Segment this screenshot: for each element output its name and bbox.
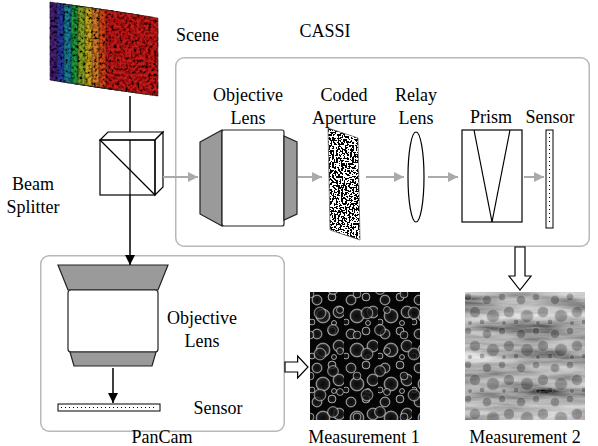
lens-part [68,290,158,352]
node-label: Beam Splitter [0,173,68,219]
sensor-bar [58,404,160,411]
light-path-arrow [129,195,131,265]
relay-lens: Relay Lens [404,84,428,224]
node-label: PanCam [122,426,202,446]
output-arrow [509,247,531,290]
measurement-image: Measurement 2 [463,290,587,420]
prism-edge [474,130,492,222]
bubble-texture [310,292,420,420]
light-path [129,132,130,195]
prism-edge [492,130,510,222]
streak-texture [465,292,585,420]
coded-aperture-mask [326,126,362,242]
spectral-cube [50,2,158,96]
prism-symbol [462,130,522,222]
light-path-arrow [112,368,114,403]
light-path-arrow [366,176,404,178]
beam-splitter: Beam Splitter [100,132,163,195]
node-label: Objective Lens [198,84,298,130]
cube-face [155,132,163,195]
lens-part [58,265,168,290]
cube-face [100,140,155,195]
light-path-arrow [428,176,458,178]
output-arrow [285,356,308,378]
sensor: Sensor [58,403,161,412]
objective-lens-symbol [200,130,297,226]
splitter-diagonal [100,140,155,195]
node-label: Measurement 2 [445,426,598,446]
coded-measurement [465,292,585,420]
aperture-pattern [326,126,362,242]
scene-image: Scene [48,0,165,96]
node-label: Coded Aperture [300,84,388,130]
node-label: Relay Lens [386,84,446,130]
measurement-image: Measurement 1 [308,290,420,420]
node-label: Prism [458,106,524,129]
sensor-pixels [549,133,550,225]
light-path-arrow [298,176,322,178]
cube-face [100,132,163,140]
node-label: CASSI [290,20,360,43]
node-label: Objective Lens [162,307,242,353]
pancam-group: PanCamObjective LensSensor [40,255,285,432]
beam-splitter-cube [100,132,163,195]
spectral-slice [106,10,158,96]
node-label: Sensor [186,397,250,420]
prism-outline [462,130,522,222]
objective-lens-symbol [58,265,168,366]
objective-lens: Objective Lens [198,84,298,227]
sensor-bar [546,130,553,228]
aperture-outline [328,128,360,240]
coded-aperture: Coded Aperture [322,84,366,244]
prism: Prism [458,106,524,224]
sensor-pixels [61,407,157,408]
lens-part [284,136,297,220]
bubble-texture [310,292,420,420]
sensor: Sensor [544,106,556,230]
node-label: Measurement 1 [284,426,444,446]
cassi-group: CASSIObjective LensCoded ApertureRelay L… [175,57,590,247]
light-path-arrow [129,96,131,132]
measurement-background [310,292,420,420]
lens-part [200,130,222,226]
lens-part [222,130,284,226]
light-path-arrow [163,176,198,178]
objective-lens: Objective Lens [60,265,168,368]
relay-lens-symbol [408,132,424,222]
node-label: Scene [176,24,236,47]
node-label: Sensor [513,106,587,129]
lens-part [70,352,156,366]
light-path-arrow [524,176,544,178]
bubble-texture [465,292,585,420]
